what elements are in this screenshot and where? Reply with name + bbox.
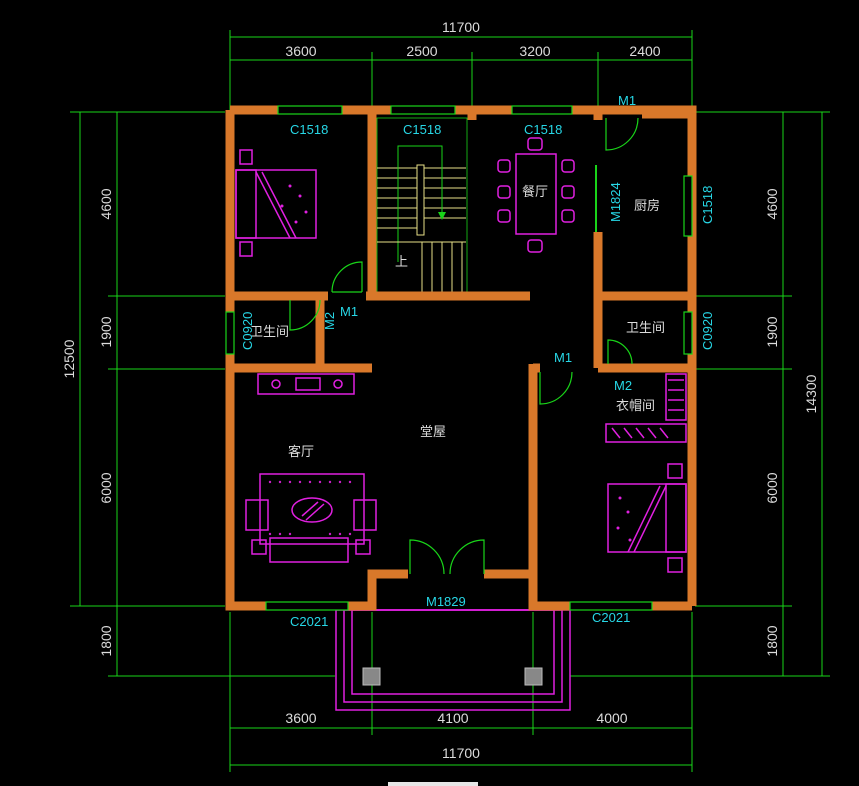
tag-win-kitchen: C1518 bbox=[700, 186, 715, 224]
room-bath-right: 卫生间 bbox=[626, 321, 665, 336]
tag-door-kitchen: M1 bbox=[618, 93, 636, 108]
bed-right bbox=[607, 463, 687, 573]
dim-right-seg1: 4600 bbox=[764, 188, 780, 219]
porch bbox=[335, 609, 571, 711]
sofa-set bbox=[245, 473, 377, 563]
tag-win-bath-left: C0920 bbox=[240, 312, 255, 350]
tag-win-bath-right: C0920 bbox=[700, 312, 715, 350]
tag-door-main: M1829 bbox=[426, 594, 466, 609]
tv-cabinet bbox=[257, 373, 355, 395]
tag-door-bath-left-m1: M1 bbox=[340, 304, 358, 319]
tag-door-bath-left-m2: M2 bbox=[322, 312, 337, 330]
dimension-lines bbox=[70, 30, 830, 772]
dim-top-seg1: 3600 bbox=[285, 43, 316, 59]
room-bath-left: 卫生间 bbox=[250, 325, 289, 340]
dim-left-seg3: 6000 bbox=[98, 472, 114, 503]
dim-bottom-seg2: 4100 bbox=[437, 710, 468, 726]
dim-top-total: 11700 bbox=[442, 19, 480, 35]
dim-right-seg3: 6000 bbox=[764, 472, 780, 503]
room-kitchen: 厨房 bbox=[634, 198, 660, 214]
porch-column-right bbox=[524, 667, 543, 686]
room-closet: 衣帽间 bbox=[616, 398, 655, 414]
windows bbox=[225, 105, 693, 611]
tag-door-bed2: M1 bbox=[554, 350, 572, 365]
dim-left-seg2: 1900 bbox=[98, 316, 114, 347]
dim-left-seg1: 4600 bbox=[98, 188, 114, 219]
tag-win-dining: C1518 bbox=[524, 122, 562, 137]
staircase: 上 bbox=[376, 117, 468, 293]
dim-left-seg4: 1800 bbox=[98, 625, 114, 656]
dim-right-seg4: 1800 bbox=[764, 625, 780, 656]
tag-door-dining: M1824 bbox=[608, 182, 623, 222]
dim-top-seg2: 2500 bbox=[406, 43, 437, 59]
room-dining: 餐厅 bbox=[522, 184, 548, 200]
dim-right-seg2: 1900 bbox=[764, 316, 780, 347]
furniture bbox=[235, 137, 687, 573]
stair-up-label: 上 bbox=[395, 255, 408, 270]
opening-tags: C1518 C1518 C1518 M1 M1824 C1518 C0920 C… bbox=[240, 93, 715, 629]
room-living: 客厅 bbox=[288, 444, 314, 460]
dim-bottom-seg3: 4000 bbox=[596, 710, 627, 726]
doors bbox=[289, 117, 639, 575]
wardrobe bbox=[605, 373, 687, 443]
dining-table bbox=[497, 137, 575, 253]
dimension-texts: 11700 3600 2500 3200 2400 3600 4100 4000… bbox=[61, 19, 819, 761]
dim-bottom-seg1: 3600 bbox=[285, 710, 316, 726]
tag-win-stair: C1518 bbox=[403, 122, 441, 137]
dim-top-seg3: 3200 bbox=[519, 43, 550, 59]
dim-right-total: 14300 bbox=[803, 374, 819, 413]
tag-door-closet: M2 bbox=[614, 378, 632, 393]
title-fragment bbox=[388, 782, 478, 786]
tag-win-bed1: C1518 bbox=[290, 122, 328, 137]
porch-column-left bbox=[362, 667, 381, 686]
room-hall: 堂屋 bbox=[420, 425, 446, 440]
dim-left-total: 12500 bbox=[61, 339, 77, 378]
dim-bottom-total: 11700 bbox=[442, 745, 480, 761]
dim-top-seg4: 2400 bbox=[629, 43, 660, 59]
tag-win-living: C2021 bbox=[290, 614, 328, 629]
bed-top-left bbox=[235, 149, 317, 257]
tag-win-bed2: C2021 bbox=[592, 610, 630, 625]
room-labels: 餐厅 厨房 卫生间 卫生间 客厅 堂屋 衣帽间 bbox=[250, 184, 665, 460]
